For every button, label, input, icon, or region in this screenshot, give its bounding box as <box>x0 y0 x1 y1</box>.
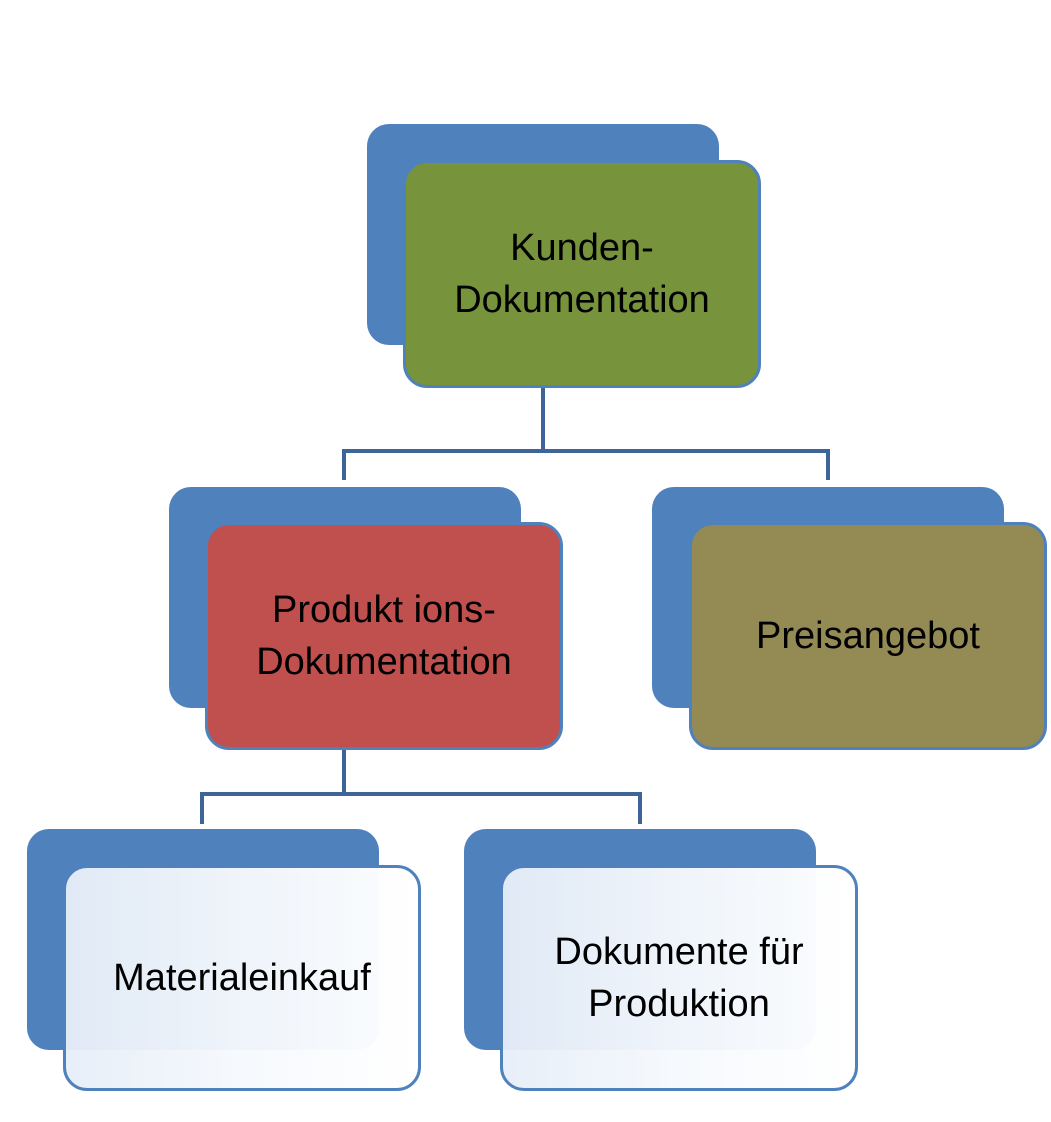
production-documents-label: Dokumente für Produktion <box>554 931 804 1025</box>
connector-production-to-children <box>200 750 642 824</box>
material-purchase-label: Materialeinkauf <box>113 957 371 999</box>
price-quote-node: Preisangebot <box>689 522 1047 750</box>
material-purchase-node: Materialeinkauf <box>63 865 421 1091</box>
customer-documentation-label: Kunden- Dokumentation <box>454 227 710 321</box>
customer-documentation-node: Kunden- Dokumentation <box>403 160 761 388</box>
production-documentation-node: Produkt ions- Dokumentation <box>205 522 563 750</box>
price-quote-label: Preisangebot <box>756 615 980 657</box>
production-documentation-label: Produkt ions- Dokumentation <box>256 589 512 683</box>
connector-root-to-children <box>342 388 830 480</box>
production-documents-node: Dokumente für Produktion <box>500 865 858 1091</box>
